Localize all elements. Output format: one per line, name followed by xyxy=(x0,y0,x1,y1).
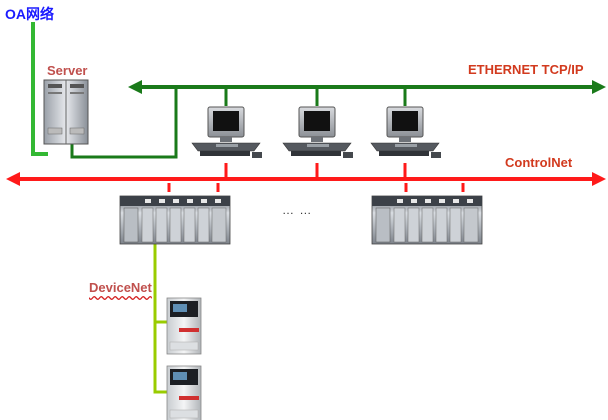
plc-rack-icon-2 xyxy=(371,195,483,245)
ethernet-label: ETHERNET TCP/IP xyxy=(468,62,584,77)
controlnet-label: ControlNet xyxy=(505,155,573,170)
workstation-icon-3 xyxy=(370,106,442,159)
drive-module-icon-1 xyxy=(166,297,202,355)
server-icon xyxy=(43,79,89,145)
controlnet-arrow-left xyxy=(6,172,20,186)
ethernet-arrow-left xyxy=(128,80,142,94)
workstation-icon-1 xyxy=(191,106,263,159)
plc-rack-icon-1 xyxy=(119,195,231,245)
server-label: Server xyxy=(47,63,88,78)
oa-network-label: OA网络 xyxy=(5,6,54,22)
server-ethernet-link xyxy=(70,87,178,159)
workstation-icon-2 xyxy=(282,106,354,159)
controlnet-arrow-right xyxy=(592,172,606,186)
devicenet-label: DeviceNet xyxy=(89,280,152,295)
devicenet-link xyxy=(153,243,168,394)
ethernet-arrow-right xyxy=(592,80,606,94)
ellipsis-label: … … xyxy=(282,203,313,217)
drive-module-icon-2 xyxy=(166,365,202,420)
oa-network-link xyxy=(31,22,48,156)
